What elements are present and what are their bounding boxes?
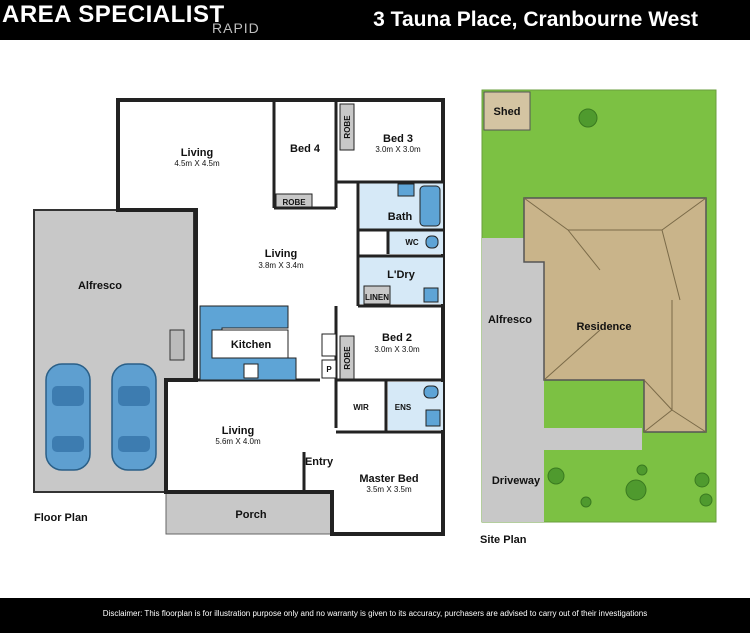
label-robe-bed4: ROBE (282, 198, 306, 207)
footer-bar: Disclaimer: This floorplan is for illust… (0, 598, 750, 633)
label-pantry: P (326, 365, 332, 374)
dims-living-top: 4.5m X 4.5m (174, 159, 220, 168)
kitchen-island (211, 329, 289, 359)
dims-bed2: 3.0m X 3.0m (374, 345, 420, 354)
label-living-top: Living (181, 147, 213, 159)
label-living-mid: Living (265, 248, 297, 260)
label-bath: Bath (388, 211, 413, 223)
brand-sub: RAPID (212, 20, 260, 36)
bathtub (419, 185, 441, 227)
laundry-tub (423, 287, 439, 303)
label-wir: WIR (353, 403, 369, 412)
floor-plan: Living 4.5m X 4.5m Bed 4 ROBE ROBE Bed 3… (33, 98, 445, 536)
shed (483, 91, 531, 131)
label-bed2: Bed 2 (382, 332, 412, 344)
label-living-bottom: Living (222, 425, 254, 437)
label-alfresco: Alfresco (78, 280, 122, 292)
car-right (111, 363, 157, 471)
pantry-box (321, 359, 337, 379)
label-residence: Residence (576, 321, 631, 333)
fridge-box (321, 333, 337, 357)
label-entry: Entry (305, 456, 334, 468)
header-bar: AREA SPECIALIST RAPID 3 Tauna Place, Cra… (0, 0, 750, 40)
property-address: 3 Tauna Place, Cranbourne West (373, 8, 698, 31)
roof-ridges (523, 197, 707, 433)
label-robe-bed2: ROBE (343, 346, 352, 370)
dims-living-mid: 3.8m X 3.4m (258, 261, 304, 270)
label-bed4: Bed 4 (290, 143, 321, 155)
robe-bed3-box (339, 103, 355, 151)
label-master-bed: Master Bed (359, 473, 418, 485)
bbq-bench (169, 329, 185, 361)
label-wc: WC (405, 238, 419, 247)
label-ensuite: ENS (395, 403, 412, 412)
cooktop (243, 363, 259, 379)
path (544, 428, 642, 450)
label-laundry: L'Dry (387, 269, 416, 281)
disclaimer-text: Disclaimer: This floorplan is for illust… (102, 609, 648, 618)
dims-bed3: 3.0m X 3.0m (375, 145, 421, 154)
floor-plan-caption: Floor Plan (34, 512, 88, 524)
ensuite-vanity (425, 409, 441, 427)
label-shed: Shed (494, 106, 521, 118)
wc-toilet (425, 235, 439, 249)
dims-living-bottom: 5.6m X 4.0m (215, 437, 261, 446)
label-driveway: Driveway (492, 475, 541, 487)
car-left (45, 363, 91, 471)
dims-master-bed: 3.5m X 3.5m (366, 485, 412, 494)
site-plan: Shed Alfresco Residence Driveway Site Pl… (480, 89, 717, 546)
site-alfresco (482, 238, 544, 428)
site-plan-caption: Site Plan (480, 534, 527, 546)
ensuite-toilet (423, 385, 439, 399)
label-bed3: Bed 3 (383, 133, 413, 145)
label-linen: LINEN (365, 293, 389, 302)
label-porch: Porch (235, 509, 266, 521)
linen-box (363, 285, 391, 305)
bath-vanity (397, 183, 415, 197)
label-kitchen: Kitchen (231, 339, 272, 351)
trees (547, 108, 713, 508)
driveway (482, 428, 544, 522)
label-site-alfresco: Alfresco (488, 314, 532, 326)
label-robe-bed3: ROBE (343, 115, 352, 139)
brand-logo: AREA SPECIALIST (2, 1, 225, 28)
